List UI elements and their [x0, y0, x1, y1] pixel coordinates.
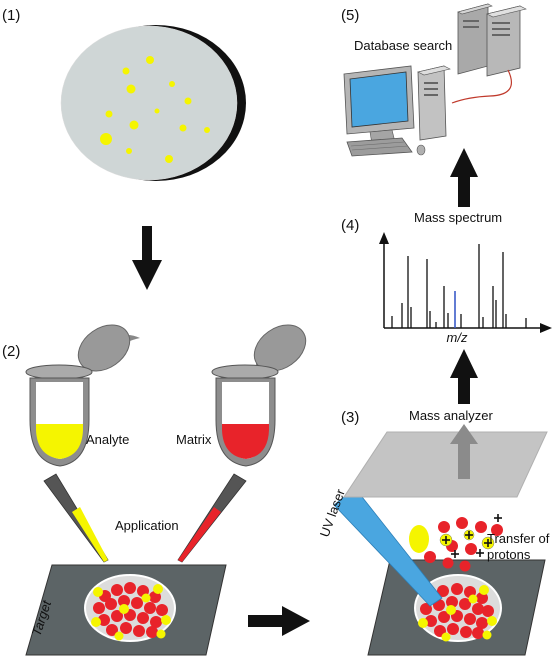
matrix-tube-icon [211, 324, 307, 467]
step-label-3: (3) [341, 409, 359, 426]
step-label-1: (1) [2, 7, 20, 24]
matrix-pipette-tip-icon [177, 473, 247, 563]
step-label-5: (5) [341, 7, 359, 24]
arrow-step2-to-step3 [248, 606, 310, 636]
arrow-step3-to-step4 [450, 349, 478, 404]
arrow-step1-to-step2 [132, 226, 162, 290]
petri-dish-icon [60, 25, 246, 181]
matrix-label: Matrix [176, 432, 212, 447]
mass-analyzer-label: Mass analyzer [409, 408, 493, 423]
application-label: Application [115, 518, 179, 533]
analyte-pipette-tip-icon [43, 473, 109, 563]
mz-axis-label: m/z [447, 330, 468, 345]
step-label-2: (2) [2, 343, 20, 360]
sample-spot-mixture [91, 582, 171, 641]
arrow-step4-to-step5 [450, 148, 478, 207]
target-plate [25, 564, 227, 656]
transfer-of-protons-label-line2: protons [487, 547, 531, 562]
mass-analyzer-plane [343, 424, 548, 498]
mass-spectrum-plot [379, 232, 552, 333]
database-search-label: Database search [354, 38, 452, 53]
computer-icon [343, 65, 451, 157]
mass-spectrum-label: Mass spectrum [414, 210, 502, 225]
network-cable [451, 69, 512, 104]
desorbed-ions [409, 514, 503, 572]
bacterial-colonies [100, 56, 210, 163]
step-label-4: (4) [341, 217, 359, 234]
spectrum-peaks [391, 244, 527, 328]
server-icon [457, 3, 527, 77]
analyte-tube-icon [25, 324, 140, 467]
transfer-of-protons-label-line1: Transfer of [487, 531, 550, 546]
target-plate-ionization [367, 559, 546, 656]
analyte-label: Analyte [86, 432, 129, 447]
